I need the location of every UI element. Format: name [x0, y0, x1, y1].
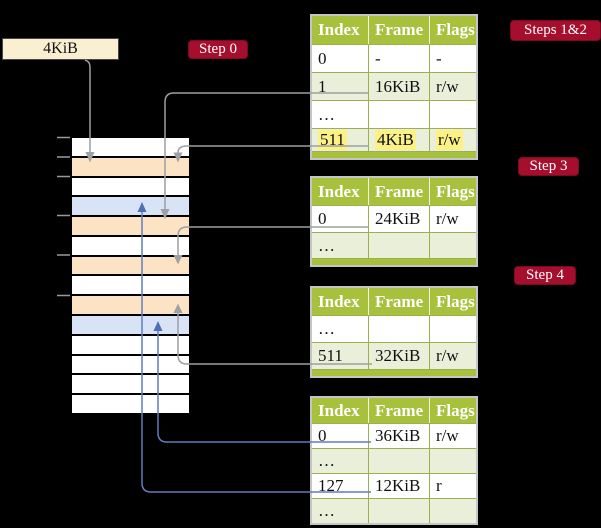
table-header-row: Index Frame Flags [312, 16, 476, 44]
table-footer-strip [312, 258, 476, 265]
table-footer-strip [312, 369, 476, 376]
cell-flags [430, 315, 476, 342]
table-row: 1 16KiB r/w [312, 72, 476, 100]
cell-index: 127 [312, 473, 369, 498]
badge-step-0: Step 0 [188, 40, 248, 59]
header-index: Index [312, 288, 369, 315]
header-index: Index [312, 398, 369, 423]
header-flags: Flags [436, 291, 475, 311]
table-row: 0 24KiB r/w [312, 205, 476, 232]
cell-frame [369, 232, 430, 258]
cell-flags [430, 100, 476, 128]
memory-frame-row-8 [72, 276, 189, 297]
cell-flags: r/w [430, 205, 476, 232]
cell-frame [369, 315, 430, 342]
memory-frame-row-9 [72, 296, 189, 317]
table-row: 0 36KiB r/w [312, 423, 476, 448]
table-row: 511 32KiB r/w [312, 342, 476, 369]
cell-index: … [312, 315, 369, 342]
table-row: … [312, 100, 476, 128]
cell-index: … [312, 100, 369, 128]
memory-frame-row-12 [72, 355, 189, 376]
cell-flags [430, 498, 476, 523]
cell-index: 0 [312, 44, 369, 72]
header-flags: Flags [436, 20, 475, 39]
page-table-step-4: Index Frame Flags … 511 32KiB r/w [310, 286, 478, 378]
table-footer-strip [312, 151, 476, 158]
table-row: … [312, 448, 476, 473]
cell-frame: 24KiB [369, 205, 430, 232]
cell-flags: r/w [430, 72, 476, 100]
table-header-row: Index Frame Flags [312, 178, 476, 205]
cell-index: … [312, 498, 369, 523]
header-flags: Flags [436, 181, 475, 201]
table-header-row: Index Frame Flags [312, 288, 476, 315]
memory-frame-row-7 [72, 256, 189, 277]
header-index: Index [312, 16, 369, 44]
cell-index: 1 [312, 72, 369, 100]
cell-flags [430, 232, 476, 258]
header-frame: Frame [369, 288, 430, 315]
memory-stack [71, 137, 190, 414]
memory-frame-row-5 [72, 217, 189, 237]
table-row: … [312, 315, 476, 342]
cell-flags: r/w [430, 128, 476, 151]
memory-frame-row-1 [72, 138, 189, 158]
page-table-final-level: Index Frame Flags 0 36KiB r/w … 127 12Ki… [310, 396, 478, 525]
cell-index: 0 [312, 205, 369, 232]
cell-frame [369, 498, 430, 523]
header-frame: Frame [369, 178, 430, 205]
memory-frame-row-4 [72, 197, 189, 218]
table-row: … [312, 498, 476, 523]
cell-frame: 32KiB [369, 342, 430, 369]
badge-steps-1-2: Steps 1&2 [510, 20, 601, 41]
table-row: … [312, 232, 476, 258]
cell-index: 511 [312, 128, 369, 151]
cell-flags [430, 448, 476, 473]
cell-index: 0 [312, 423, 369, 448]
badge-step-4: Step 4 [514, 266, 576, 285]
cell-flags: r [430, 473, 476, 498]
header-flags: Flags [436, 400, 475, 420]
page-table-steps-1-2: Index Frame Flags 0 - - 1 16KiB r/w … 51… [310, 14, 478, 160]
memory-frame-row-10 [72, 316, 189, 336]
cell-flags: r/w [430, 342, 476, 369]
memory-frame-row-14 [72, 395, 189, 413]
header-frame: Frame [369, 16, 430, 44]
root-pointer-box: 4KiB [2, 38, 119, 60]
cell-flags: - [430, 44, 476, 72]
table-header-row: Index Frame Flags [312, 398, 476, 423]
header-frame: Frame [369, 398, 430, 423]
cell-index: … [312, 232, 369, 258]
cell-frame: 4KiB [369, 128, 430, 151]
table-row: 127 12KiB r [312, 473, 476, 498]
cell-index: … [312, 448, 369, 473]
memory-frame-row-6 [72, 236, 189, 257]
memory-frame-row-13 [72, 375, 189, 396]
memory-frame-row-11 [72, 335, 189, 356]
address-tick-marks [57, 136, 70, 297]
memory-frame-row-2 [72, 157, 189, 178]
cell-frame: - [369, 44, 430, 72]
cell-index: 511 [312, 342, 369, 369]
page-table-step-3: Index Frame Flags 0 24KiB r/w … [310, 176, 478, 267]
memory-frame-row-3 [72, 177, 189, 198]
table-row-highlighted: 511 4KiB r/w [312, 128, 476, 151]
badge-step-3: Step 3 [518, 157, 579, 176]
cell-frame: 16KiB [369, 72, 430, 100]
cell-frame: 36KiB [369, 423, 430, 448]
cell-frame [369, 448, 430, 473]
cell-flags: r/w [430, 423, 476, 448]
header-index: Index [312, 178, 369, 205]
cell-frame [369, 100, 430, 128]
root-pointer-label: 4KiB [43, 40, 78, 57]
table-row: 0 - - [312, 44, 476, 72]
cell-frame: 12KiB [369, 473, 430, 498]
